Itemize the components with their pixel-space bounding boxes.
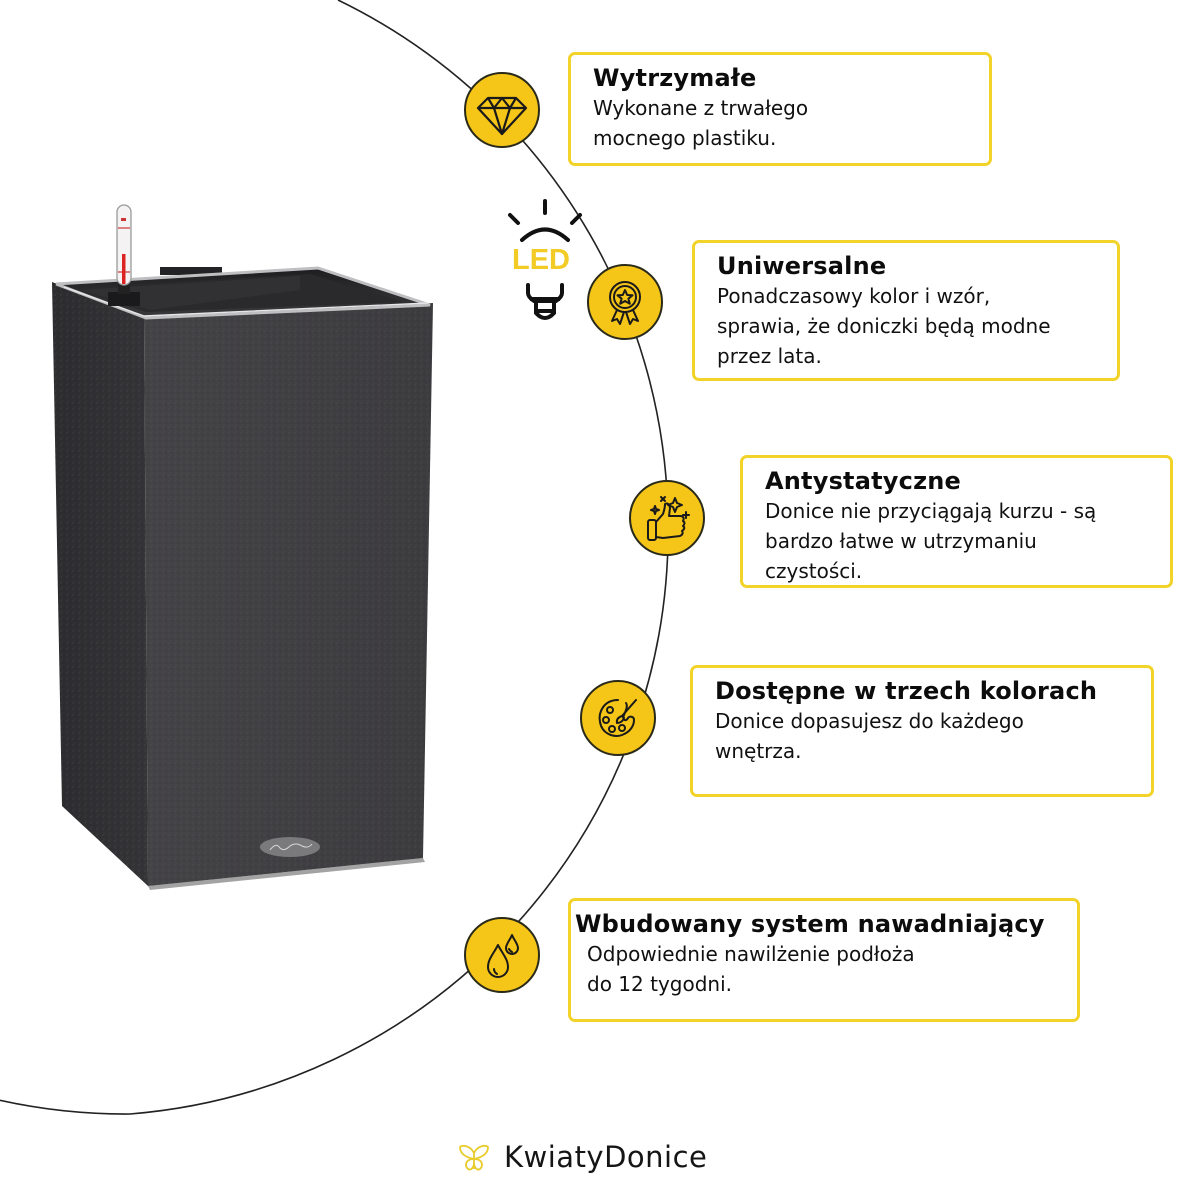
paint-palette-icon: [598, 699, 637, 737]
brand-logo: KwiatyDonice: [456, 1140, 707, 1174]
feature-desc-line: czystości.: [765, 559, 863, 583]
award-ribbon-icon: [609, 281, 641, 325]
feature-title: Uniwersalne: [717, 252, 887, 280]
water-drops-badge: [464, 917, 540, 993]
feature-card-colors: Dostępne w trzech kolorach Donice dopasu…: [690, 665, 1154, 797]
feature-desc-line: sprawia, że doniczki będą modne: [717, 314, 1051, 338]
feature-desc-line: Donice dopasujesz do każdego: [715, 709, 1024, 733]
feature-title: Wbudowany system nawadniający: [575, 910, 1045, 938]
feature-desc-line: Odpowiednie nawilżenie podłoża: [587, 942, 915, 966]
diamond-icon: [476, 96, 528, 136]
palette-badge: [580, 680, 656, 756]
thumbs-up-sparkle-icon: [647, 496, 690, 541]
light-bulb-icon: [508, 199, 582, 320]
feature-card-antistatic: Antystatyczne Donice nie przyciągają kur…: [740, 455, 1173, 588]
led-bulb-badge: LED: [500, 195, 590, 335]
feature-desc-line: bardzo łatwe w utrzymaniu: [765, 529, 1037, 553]
feature-desc-line: przez lata.: [717, 344, 822, 368]
feature-desc-line: do 12 tygodni.: [587, 972, 732, 996]
feature-card-durable: Wytrzymałe Wykonane z trwałego mocnego p…: [568, 52, 992, 166]
feature-title: Dostępne w trzech kolorach: [715, 677, 1098, 705]
brand-name: KwiatyDonice: [504, 1140, 708, 1174]
feature-desc-line: wnętrza.: [715, 739, 802, 763]
feature-desc-line: mocnego plastiku.: [593, 126, 777, 150]
butterfly-icon: [459, 1145, 489, 1171]
feature-title: Wytrzymałe: [593, 64, 757, 92]
feature-desc-line: Donice nie przyciągają kurzu - są: [765, 499, 1097, 523]
award-badge: [587, 264, 663, 340]
feature-card-watering: Wbudowany system nawadniający Odpowiedni…: [568, 898, 1080, 1022]
led-label: LED: [512, 244, 570, 276]
feature-desc-line: Wykonane z trwałego: [593, 96, 809, 120]
feature-card-universal: Uniwersalne Ponadczasowy kolor i wzór, s…: [692, 240, 1120, 381]
thumbs-up-badge: [629, 480, 705, 556]
planter-image: [52, 204, 433, 890]
water-drops-icon: [487, 934, 519, 978]
feature-title: Antystatyczne: [765, 467, 962, 495]
water-level-indicator: [108, 204, 140, 306]
feature-desc-line: Ponadczasowy kolor i wzór,: [717, 284, 991, 308]
diamond-badge: [464, 72, 540, 148]
planter-logo: [260, 837, 320, 857]
